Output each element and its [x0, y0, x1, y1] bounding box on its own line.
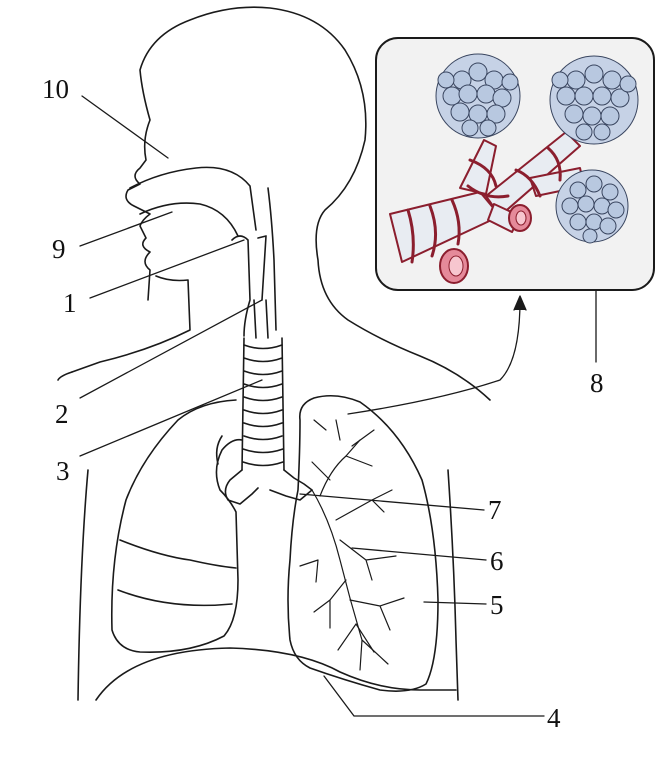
label-7: 7 — [488, 495, 502, 525]
bronchiole-opening-1-inner — [448, 255, 464, 277]
label-6: 6 — [490, 546, 504, 576]
leader-5 — [423, 601, 487, 605]
alveoli-inset — [375, 37, 655, 291]
label-8: 8 — [590, 368, 604, 398]
label-4: 4 — [547, 703, 561, 733]
label-10: 10 — [42, 74, 69, 104]
label-3: 3 — [56, 456, 70, 486]
lung-right — [287, 394, 439, 692]
lung-left-fissures — [117, 539, 237, 607]
arrowhead — [513, 295, 527, 311]
shoulder-left — [57, 371, 73, 381]
label-1: 1 — [63, 288, 77, 318]
esophagus — [253, 299, 269, 339]
leader-2 — [79, 299, 263, 399]
label-5: 5 — [490, 590, 504, 620]
diaphragm — [95, 647, 457, 701]
torso-left — [77, 469, 89, 701]
alveolar-sac-2 — [549, 55, 639, 145]
lung-to-inset-arrow — [347, 299, 521, 415]
oral-cavity — [139, 202, 239, 237]
heart-notch — [215, 435, 223, 465]
leader-3 — [79, 379, 263, 457]
leader-4 — [323, 675, 545, 717]
alveolar-sac-1 — [435, 53, 521, 139]
lung-left — [110, 399, 243, 653]
leader-6 — [351, 547, 487, 561]
blood-vessels — [406, 146, 562, 264]
alveolar-sac-3 — [555, 169, 629, 244]
label-2: 2 — [55, 399, 69, 429]
leader-9 — [79, 211, 173, 247]
leader-lines — [79, 95, 597, 717]
leader-10 — [81, 95, 169, 159]
nasal-cavity — [129, 166, 257, 231]
neck-front — [71, 275, 191, 373]
bronchiole-opening-2-inner — [515, 210, 527, 226]
leader-7 — [299, 493, 485, 511]
leader-1 — [89, 239, 245, 299]
label-9: 9 — [52, 234, 66, 264]
bronchial-tree — [299, 419, 405, 671]
head-outline — [125, 6, 491, 401]
larynx — [231, 235, 267, 337]
trachea — [241, 337, 285, 471]
torso-right — [447, 469, 459, 701]
pharynx-back — [267, 187, 277, 331]
